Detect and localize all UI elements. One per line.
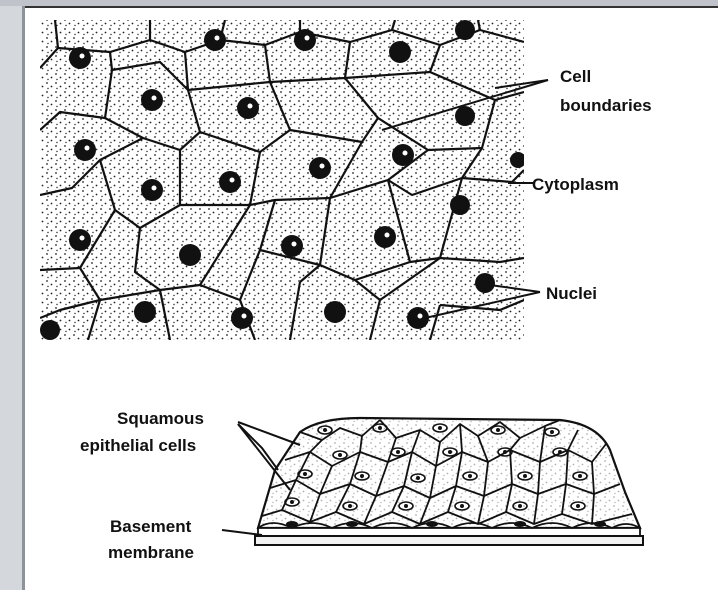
basement-label-2: membrane xyxy=(108,543,194,562)
cytoplasm-label: Cytoplasm xyxy=(532,175,619,194)
cell-boundaries-label-1: Cell xyxy=(560,67,591,86)
leader-lines-top xyxy=(381,79,549,319)
surface-view-figure xyxy=(40,20,524,340)
squamous-label-1: Squamous xyxy=(117,409,204,428)
nuclei-group xyxy=(40,20,524,340)
block-view-figure xyxy=(254,416,644,546)
basement-label-1: Basement xyxy=(110,517,192,536)
squamous-label-2: epithelial cells xyxy=(80,436,196,455)
nuclei-label: Nuclei xyxy=(546,284,597,303)
leader-lines-bottom xyxy=(221,421,301,536)
basement-membrane-layer xyxy=(254,535,644,546)
cell-boundaries-label-2: boundaries xyxy=(560,96,652,115)
